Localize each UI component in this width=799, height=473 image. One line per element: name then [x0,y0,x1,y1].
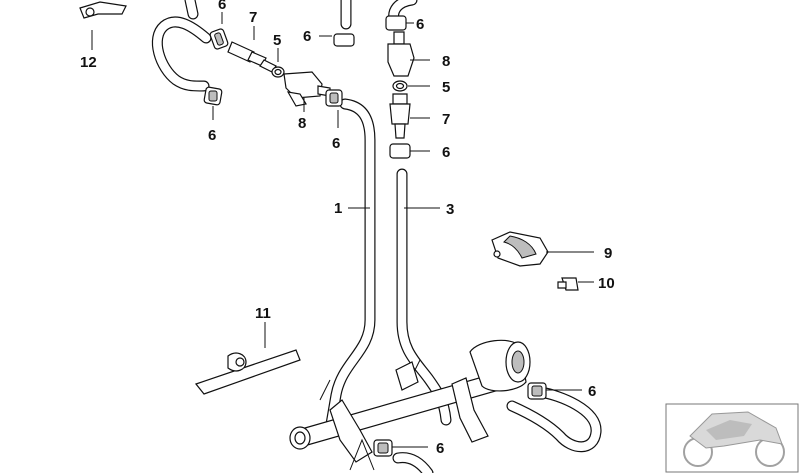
callout-6-b: 6 [303,28,311,45]
callout-6-e: 6 [208,127,216,144]
bracket-9 [491,231,549,267]
callout-1: 1 [334,200,342,217]
o-ring-5b [392,80,408,92]
callout-6-h: 6 [436,440,444,457]
hose-bottom [392,452,434,473]
hose-clamp-6f [389,143,411,159]
hose-clamp-6h [373,439,393,457]
callout-labels: 12 6 7 5 6 6 8 5 7 6 6 8 6 1 3 9 10 11 6… [80,0,615,457]
tee-fitting-8b [387,31,415,77]
o-ring-5a [271,66,285,78]
clip-12 [79,1,127,19]
callout-6-a: 6 [218,0,226,13]
fuel-rail [289,339,531,471]
callout-7-b: 7 [442,111,450,128]
clip-11 [194,349,301,395]
hose-upper-left [151,0,212,92]
hose-clamp-6d [325,89,343,107]
callout-6-g: 6 [588,383,596,400]
motorcycle-thumbnail [665,403,799,473]
callout-8-a: 8 [442,53,450,70]
tee-fitting-8a [283,71,331,107]
hose-clamp-6a [209,28,229,50]
callout-3: 3 [446,201,454,218]
callout-5-a: 5 [273,32,281,49]
callout-10: 10 [598,275,615,292]
callout-5-b: 5 [442,79,450,96]
callout-7-a: 7 [249,9,257,26]
hose-clamp-6c [333,33,355,47]
check-valve-7b [389,93,411,139]
callout-6-f: 6 [332,135,340,152]
callout-11: 11 [255,305,271,322]
hose-1 [324,98,376,436]
callout-9: 9 [604,245,612,262]
hose-clamp-6b [203,86,223,106]
hose-clamp-6g [527,382,547,400]
hose-lower-right [506,386,602,453]
check-valve-7a [227,41,277,73]
callout-6-d: 6 [442,144,450,161]
hose-clamp-6e [385,15,407,31]
callout-8-b: 8 [298,115,306,132]
bolt-10 [557,277,579,291]
leader-lines [91,12,594,448]
callout-6-c: 6 [416,16,424,33]
callout-12: 12 [80,54,97,71]
